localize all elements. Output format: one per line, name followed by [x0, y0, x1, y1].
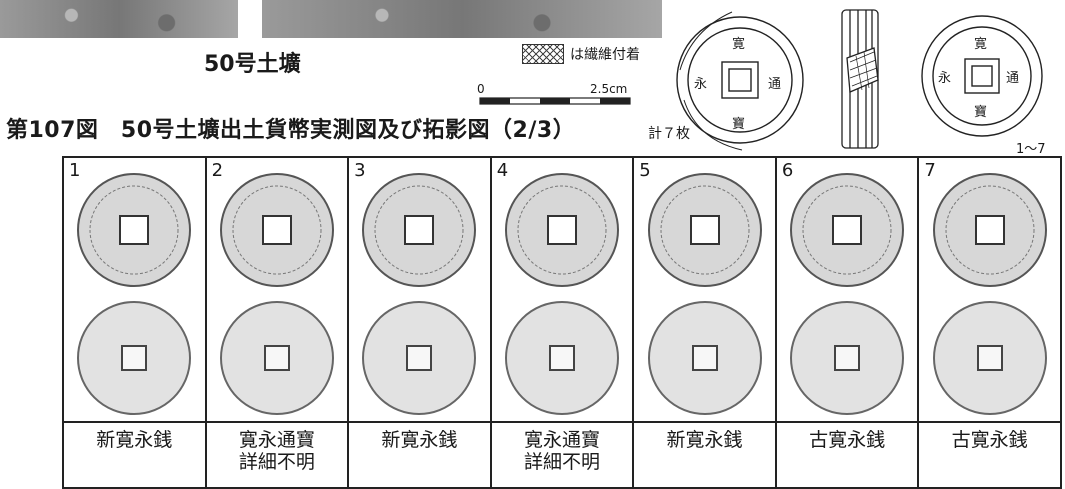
coin-obverse-rubbing [504, 173, 619, 287]
coin-cell-1: 1 [62, 156, 207, 423]
coin-cell-5: 5 [632, 156, 777, 423]
drawing-coin-front-icon: 寛 通 寶 永 [676, 11, 804, 151]
coin-reverse-rubbing [647, 301, 762, 415]
svg-text:永: 永 [938, 71, 951, 86]
figure-title: 第107図 50号土壙出土貨幣実測図及び拓影図（2/3） [6, 118, 576, 143]
coin-label-5: 新寛永銭 [632, 421, 777, 489]
coin-cell-3: 3 [347, 156, 492, 423]
coin-number: 4 [496, 160, 509, 181]
coin-cell-4: 4 [489, 156, 635, 423]
coin-number: 5 [639, 160, 651, 181]
scale-end: 2.5cm [590, 82, 628, 96]
coin-type-label: 新寛永銭 [381, 429, 458, 451]
excavation-photo-right [262, 0, 662, 38]
legend: は繊維付着 [522, 44, 640, 64]
drawing-range: 1〜7 [1016, 142, 1046, 157]
coin-reverse-rubbing [77, 301, 192, 415]
drawing-coin-side-icon [841, 9, 879, 149]
coin-reverse-rubbing [504, 301, 619, 415]
scale-bar: 0 2.5cm [474, 82, 634, 112]
svg-text:通: 通 [768, 77, 781, 92]
coin-label-3: 新寛永銭 [347, 421, 492, 489]
coin-rubbing-table: 1 2 3 4 5 6 7 [62, 156, 1062, 489]
coin-label-6: 古寛永銭 [774, 421, 920, 489]
coin-number: 7 [924, 160, 936, 181]
coin-number: 1 [69, 160, 81, 181]
coin-number: 2 [211, 160, 224, 181]
coin-obverse-rubbing [362, 173, 477, 287]
coin-number: 6 [781, 160, 794, 181]
svg-text:永: 永 [694, 77, 707, 92]
coin-type-note: 詳細不明 [523, 451, 600, 473]
coin-obverse-rubbing [77, 173, 192, 287]
coin-reverse-rubbing [219, 301, 334, 415]
rubbing-row: 1 2 3 4 5 6 7 [62, 156, 1062, 423]
coin-label-7: 古寛永銭 [917, 421, 1062, 489]
svg-text:寛: 寛 [732, 36, 745, 52]
excavation-photo-left [0, 0, 238, 38]
coin-number: 3 [354, 160, 366, 181]
scale-bar-graphic [479, 97, 631, 105]
coin-type-label: 新寛永銭 [666, 429, 743, 451]
coin-type-label: 寛永通寶 [238, 429, 315, 451]
label-row: 新寛永銭 寛永通寶 詳細不明 新寛永銭 寛永通寶 詳細不明 新寛永銭 古寛永銭 … [62, 421, 1062, 489]
coin-obverse-rubbing [932, 173, 1047, 287]
svg-text:寶: 寶 [732, 116, 745, 132]
pit-caption: 50号土壙 [204, 52, 301, 77]
coin-type-label: 寛永通寶 [523, 429, 600, 451]
svg-text:寶: 寶 [974, 104, 987, 120]
scale-start: 0 [477, 82, 485, 96]
coin-reverse-rubbing [932, 301, 1047, 415]
coin-reverse-rubbing [362, 301, 477, 415]
legend-text: は繊維付着 [570, 47, 640, 63]
figure-count: 計７枚 [648, 126, 690, 142]
coin-cell-6: 6 [774, 156, 920, 423]
coin-type-label: 古寛永銭 [809, 429, 886, 451]
svg-text:寛: 寛 [974, 36, 987, 52]
coin-cell-2: 2 [204, 156, 350, 423]
hatch-swatch-icon [522, 44, 564, 64]
coin-obverse-rubbing [219, 173, 334, 287]
coin-line-drawings: 寛 通 寶 永 寛 通 寶 永 [676, 9, 1043, 151]
coin-cell-7: 7 [917, 156, 1062, 423]
coin-obverse-rubbing [790, 173, 905, 287]
coin-label-1: 新寛永銭 [62, 421, 207, 489]
drawing-coin-back-icon: 寛 通 寶 永 [921, 15, 1043, 137]
coin-label-4: 寛永通寶 詳細不明 [489, 421, 635, 489]
svg-text:通: 通 [1006, 71, 1019, 86]
coin-type-note: 詳細不明 [238, 451, 315, 473]
coin-type-label: 古寛永銭 [951, 429, 1028, 451]
coin-label-2: 寛永通寶 詳細不明 [204, 421, 350, 489]
coin-reverse-rubbing [790, 301, 905, 415]
coin-obverse-rubbing [647, 173, 762, 287]
coin-type-label: 新寛永銭 [96, 429, 173, 451]
